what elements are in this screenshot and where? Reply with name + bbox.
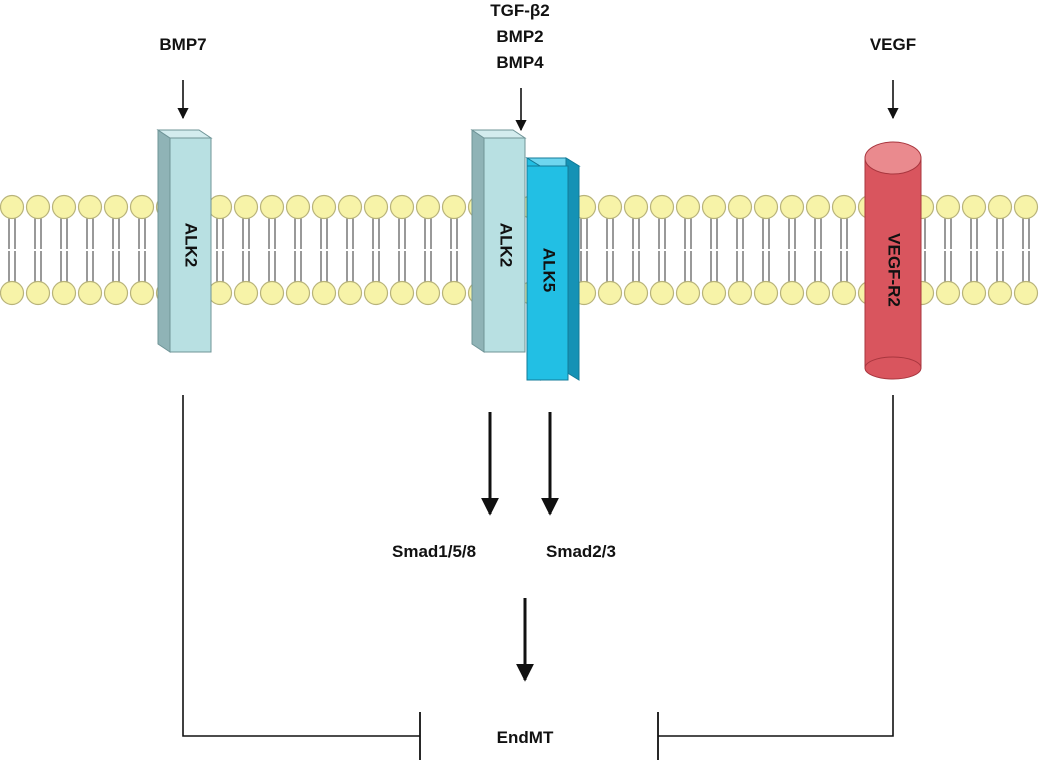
lipid-molecule: [363, 194, 389, 306]
alk5-receptor: ALK5: [525, 157, 581, 381]
alk2-receptor-left: ALK2: [156, 129, 213, 353]
lipid-molecule: [441, 194, 467, 306]
lipid-molecule: [77, 194, 103, 306]
lipid-molecule: [207, 194, 233, 306]
lipid-molecule: [623, 194, 649, 306]
lipid-molecule: [51, 194, 77, 306]
lipid-molecule: [597, 194, 623, 306]
alk2-left-label: ALK2: [182, 223, 201, 267]
lipid-molecule: [389, 194, 415, 306]
bmp7-label: BMP7: [159, 35, 206, 54]
lipid-molecule: [337, 194, 363, 306]
vegfr2-receptor: VEGF-R2: [864, 141, 922, 380]
lipid-molecule: [259, 194, 285, 306]
vegf-label: VEGF: [870, 35, 916, 54]
lipid-molecule: [831, 194, 857, 306]
lipid-molecule: [415, 194, 441, 306]
vegfr2-inhibits-endmt-line: [658, 395, 894, 737]
lipid-molecule: [649, 194, 675, 306]
lipid-molecule: [285, 194, 311, 306]
lipid-molecule: [0, 194, 25, 306]
tgf-beta2-label: TGF-β2: [490, 1, 549, 20]
alk2-receptor-complex: ALK2: [470, 129, 527, 353]
lipid-molecule: [311, 194, 337, 306]
lipid-molecule: [675, 194, 701, 306]
lipid-molecule: [961, 194, 987, 306]
lipid-molecule: [1013, 194, 1039, 306]
lipid-molecule: [103, 194, 129, 306]
lipid-molecule: [727, 194, 753, 306]
bmp2-label: BMP2: [496, 27, 543, 46]
endmt-label: EndMT: [497, 728, 554, 747]
lipid-molecule: [987, 194, 1013, 306]
smad158-label: Smad1/5/8: [392, 542, 476, 561]
alk2-inhibits-endmt-line: [182, 395, 420, 737]
lipid-molecule: [779, 194, 805, 306]
bmp4-label: BMP4: [496, 53, 544, 72]
lipid-molecule: [233, 194, 259, 306]
alk5-label: ALK5: [540, 248, 559, 292]
lipid-molecule: [129, 194, 155, 306]
smad23-label: Smad2/3: [546, 542, 616, 561]
lipid-molecule: [753, 194, 779, 306]
lipid-molecule: [935, 194, 961, 306]
lipid-molecule: [805, 194, 831, 306]
lipid-molecule: [25, 194, 51, 306]
vegfr2-label: VEGF-R2: [885, 233, 904, 307]
lipid-molecule: [701, 194, 727, 306]
alk2-complex-label: ALK2: [497, 223, 516, 267]
